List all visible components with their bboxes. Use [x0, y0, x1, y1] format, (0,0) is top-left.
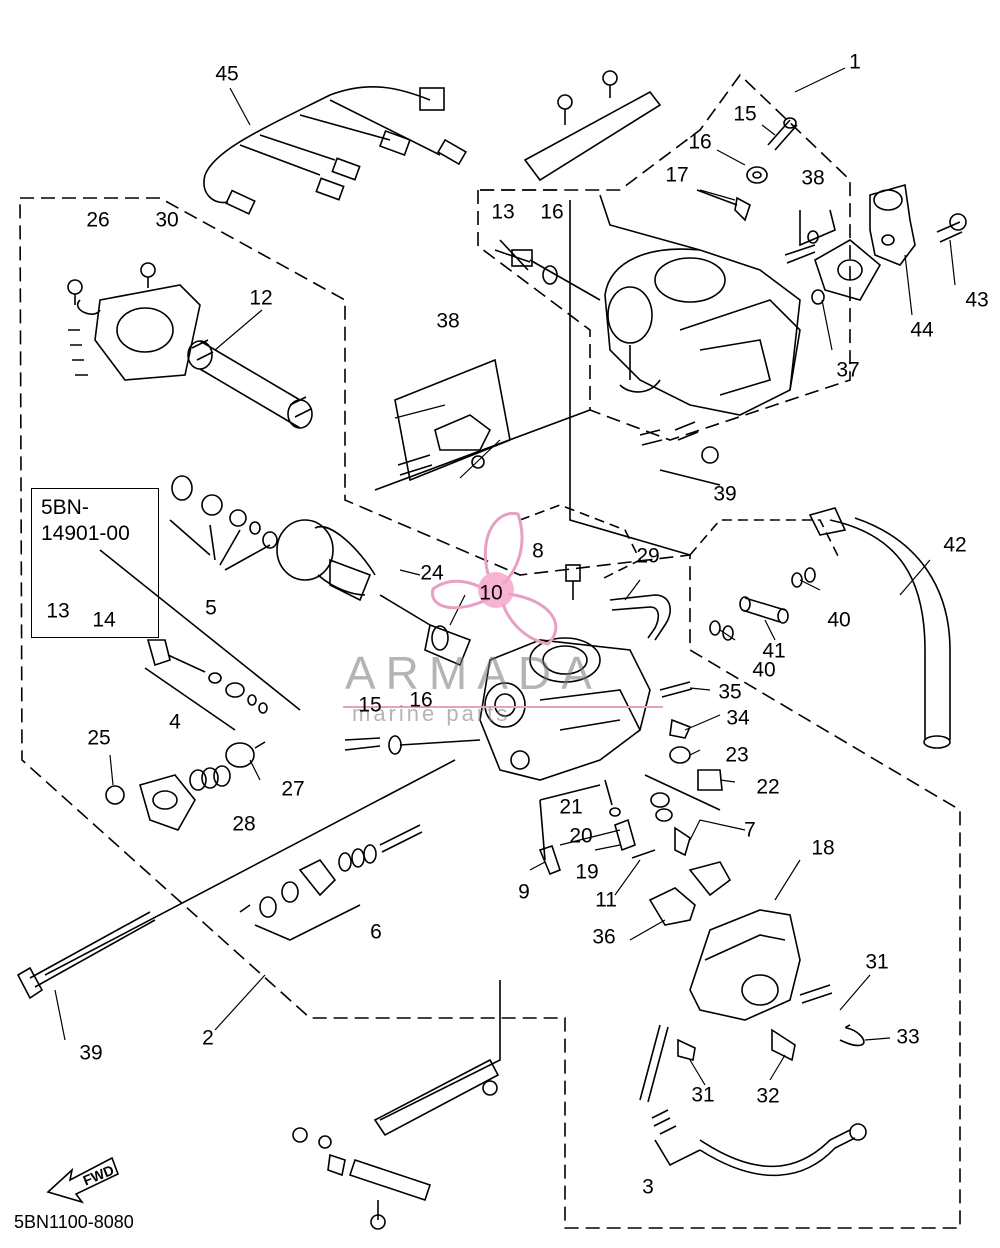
upper-carburetor-body — [569, 194, 801, 556]
link-rod-3 — [639, 1024, 867, 1177]
callout-label: 36 — [592, 925, 616, 949]
callout-label: 13 — [491, 200, 515, 224]
kit-number-line-2: 14901-00 — [41, 522, 130, 545]
callout-label: 4 — [169, 710, 181, 734]
callout-label: 38 — [801, 166, 825, 190]
callout-label: 31 — [691, 1083, 715, 1107]
callout-label: 39 — [79, 1041, 103, 1065]
callout-label: 37 — [836, 358, 860, 382]
bracket-38 — [374, 358, 591, 491]
callout-label: 40 — [827, 608, 851, 632]
callout-label: 18 — [811, 836, 835, 860]
callout-label: 44 — [910, 318, 934, 342]
callout-label: 39 — [713, 482, 737, 506]
callout-label: 12 — [249, 286, 273, 310]
assembly-outline-inner — [519, 504, 841, 581]
kit-parts-5 — [169, 475, 278, 571]
jets-lower — [538, 774, 721, 876]
callout-label: 34 — [726, 706, 750, 730]
part-10 — [424, 623, 472, 667]
callout-label: 6 — [370, 920, 382, 944]
kit-number-box: 5BN- 14901-00 — [31, 488, 159, 638]
callout-label: 35 — [718, 680, 742, 704]
callout-label: 26 — [86, 208, 110, 232]
callout-label: 15 — [733, 102, 757, 126]
hose-42 — [808, 507, 951, 749]
parts-38-upper — [784, 209, 882, 305]
callout-label: 25 — [87, 726, 111, 750]
callout-label: 21 — [559, 795, 583, 819]
callout-label: 43 — [965, 288, 989, 312]
forward-arrow-icon: FWD — [46, 1156, 120, 1204]
callout-label: 38 — [436, 309, 460, 333]
callout-label: 32 — [756, 1084, 780, 1108]
part-8 — [565, 564, 581, 600]
callout-label: 41 — [762, 639, 786, 663]
watermark-subtitle: marine parts — [352, 701, 511, 726]
diagram-code: 5BN1100-8080 — [14, 1212, 134, 1232]
callout-label: 33 — [896, 1025, 920, 1049]
parts-35-34-23-22 — [659, 681, 723, 791]
callout-label: 5 — [205, 596, 217, 620]
assembly-outline-1 — [477, 73, 851, 441]
watermark-propeller-logo — [343, 511, 663, 708]
parts-13-16-left — [494, 239, 601, 301]
callout-label: 14 — [92, 608, 116, 632]
forward-arrow-label: FWD — [81, 1162, 117, 1189]
parts-15-16-17 — [696, 117, 798, 222]
spring-12 — [187, 339, 313, 429]
callout-label: 22 — [756, 775, 780, 799]
part-4 — [99, 549, 301, 731]
callout-label: 8 — [532, 539, 544, 563]
cover-18 — [677, 909, 865, 1062]
callout-label: 42 — [943, 533, 967, 557]
assembly-outline-2 — [19, 197, 961, 1229]
callout-label: 9 — [518, 880, 530, 904]
main-carburetor-body — [479, 637, 651, 781]
callout-label: 15 — [358, 693, 382, 717]
callout-label: 10 — [479, 581, 503, 605]
callout-label: 24 — [420, 561, 444, 585]
lower-assembly-39 — [639, 421, 721, 486]
callout-label: 7 — [744, 818, 756, 842]
parts-25-27-28 — [105, 741, 266, 831]
hose-29 — [609, 594, 671, 641]
callout-label: 16 — [409, 688, 433, 712]
part-44 — [869, 183, 967, 266]
wire-harness-45 — [203, 86, 467, 215]
callout-label: 45 — [215, 62, 239, 86]
watermark-brand: ARMADA — [345, 647, 602, 699]
callout-label: 23 — [725, 743, 749, 767]
callout-label: 28 — [232, 812, 256, 836]
callout-label: 19 — [575, 860, 599, 884]
cover-plate — [67, 262, 201, 381]
callout-label: 2 — [202, 1026, 214, 1050]
rod-39 — [16, 911, 156, 1000]
callout-label: 16 — [688, 130, 712, 154]
callout-label: 20 — [569, 824, 593, 848]
callout-label: 40 — [752, 658, 776, 682]
callout-label: 30 — [155, 208, 179, 232]
callout-label: 1 — [849, 50, 861, 74]
callout-label: 13 — [46, 599, 70, 623]
callout-label: 31 — [865, 950, 889, 974]
callout-label: 3 — [642, 1175, 654, 1199]
parts-15-16-lower — [344, 735, 481, 755]
top-bracket — [523, 70, 662, 182]
part-6 — [44, 759, 456, 976]
callout-label: 16 — [540, 200, 564, 224]
kit-number-line-1: 5BN- — [41, 496, 89, 519]
bottom-bracket — [292, 980, 501, 1230]
diaphragm-24 — [276, 519, 431, 626]
callout-label: 11 — [595, 888, 617, 912]
kit-number-label: 5BN- 14901-00 — [41, 495, 130, 547]
leader-lines — [54, 67, 956, 1086]
parts-40-41 — [709, 567, 816, 641]
callout-label: 17 — [665, 163, 689, 187]
clip-36 — [648, 861, 732, 926]
callout-label: 27 — [281, 777, 305, 801]
callout-label: 29 — [636, 544, 660, 568]
